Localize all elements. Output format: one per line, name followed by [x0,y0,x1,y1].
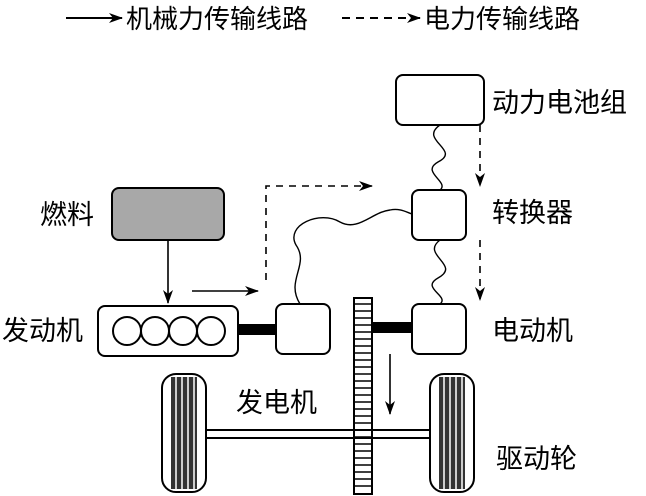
left-wheel-icon [161,373,207,493]
engine-cylinder-icon [140,316,170,346]
generator-converter-wire [293,208,413,305]
motor-box [411,303,467,355]
converter-motor-wire [431,239,447,305]
legend-electrical-label: 电力传输线路 [424,5,580,35]
battery-label: 动力电池组 [492,88,627,119]
right-wheel-icon [429,373,475,493]
engine-label: 发动机 [2,316,83,347]
fuel-label: 燃料 [40,200,94,231]
generator-box [275,303,331,355]
drive-wheel-label: 驱动轮 [496,444,577,475]
generator-to-converter-dashed-arrow [265,181,373,280]
engine-cylinder-icon [112,316,142,346]
gear-wheel-icon [353,297,373,495]
engine-generator-shaft [238,324,276,335]
battery-converter-wire [431,124,447,191]
battery-box [395,74,485,126]
converter-label: 转换器 [492,198,573,229]
fuel-tank [111,187,225,241]
engine-cylinder-icon [196,316,226,346]
legend-mechanical-label: 机械力传输线路 [126,5,308,35]
converter-box [411,189,467,241]
generator-label: 发电机 [236,388,317,419]
legend: 机械力传输线路 电力传输线路 [66,5,580,35]
motor-gear-shaft [372,322,412,333]
engine [97,305,239,357]
motor-label: 电动机 [492,316,573,347]
engine-cylinder-icon [168,316,198,346]
